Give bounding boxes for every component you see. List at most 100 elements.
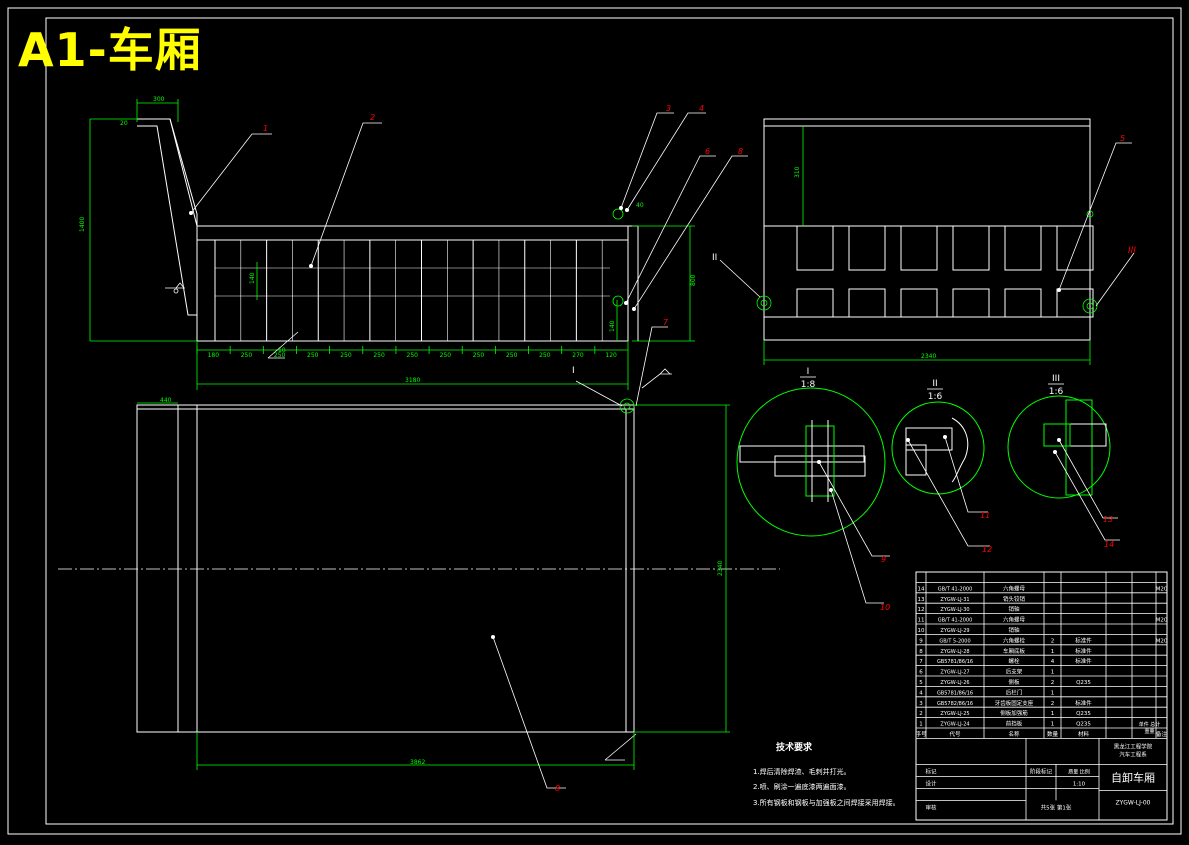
sheet-label: A1-车厢 — [18, 23, 202, 77]
bom-code: GB5782/86/16 — [937, 701, 973, 707]
detail-view-1 — [736, 387, 886, 537]
callout-number: 10 — [880, 603, 890, 612]
end-panel-cell — [1056, 288, 1094, 318]
outer-border — [7, 7, 1182, 835]
bom-name: 前挡板 — [1006, 720, 1023, 728]
gap-dim-label: 250 — [407, 352, 419, 359]
bom-material: 标准件 — [1075, 657, 1092, 665]
bom-side-header: 重量 — [1144, 728, 1154, 735]
end-panel-cell — [1004, 225, 1042, 271]
bom-no: 13 — [918, 597, 925, 603]
title-stage: 阶段标记 — [1030, 767, 1053, 775]
gap-dim-label: 250 — [473, 352, 485, 359]
dim-right-800: 800 — [690, 274, 697, 286]
detail-scale: 1:8 — [801, 380, 816, 390]
callout-number: 6 — [705, 147, 710, 156]
callout-number: 8 — [555, 784, 560, 793]
dim-end-2340: 2340 — [921, 353, 936, 360]
bom-name: 销头铰销 — [1003, 595, 1026, 603]
bom-code: ZYGW-LJ-31 — [940, 597, 969, 603]
gap-dim-label: 250 — [506, 352, 518, 359]
title-drawing-name: 自卸车厢 — [1111, 770, 1155, 784]
tech-item-1: 1.焊后清除焊渣、毛刺并打光。 — [753, 767, 851, 776]
bom-qty: 4 — [1051, 659, 1055, 665]
bom-code: GB/T 5-2000 — [939, 638, 970, 644]
bom-code: ZYGW-LJ-24 — [940, 722, 969, 728]
bom-name: 六角螺栓 — [1003, 636, 1026, 644]
bom-name: 螺栓 — [1008, 657, 1020, 665]
bom-code: GB5781/86/16 — [937, 659, 973, 665]
bom-qty: 2 — [1051, 638, 1055, 644]
bom-code: ZYGW-LJ-25 — [940, 711, 969, 717]
bom-no: 8 — [919, 649, 923, 655]
side-view-dimensions — [89, 99, 695, 390]
bom-qty: 1 — [1051, 670, 1055, 676]
plan-view-dimensions — [137, 402, 730, 770]
detail-view-2 — [891, 401, 985, 495]
detail-id: III — [1052, 374, 1060, 384]
bom-material: Q235 — [1076, 722, 1091, 728]
bom-code: ZYGW-LJ-29 — [940, 628, 969, 634]
tech-title: 技术要求 — [776, 741, 813, 753]
bom-no: 7 — [919, 659, 923, 665]
tech-item-2: 2.喷、刷涂一遍底漆两遍面漆。 — [753, 782, 851, 791]
end-view-dimensions — [763, 126, 1091, 365]
bom-name: 侧板加强筋 — [1000, 709, 1028, 717]
bom-no: 3 — [919, 701, 923, 707]
bom-header: 数量 — [1047, 730, 1059, 738]
detail-id: I — [807, 367, 810, 377]
dim-overall-3180: 3180 — [405, 377, 420, 384]
bom-material: Q235 — [1076, 680, 1091, 686]
bom-no: 1 — [919, 722, 923, 728]
bom-no: 6 — [919, 670, 923, 676]
plan-view — [136, 404, 635, 733]
bom-material: Q235 — [1076, 711, 1091, 717]
end-panel-cell — [900, 288, 938, 318]
bom-qty: 1 — [1051, 722, 1055, 728]
dim-inner-140: 140 — [249, 272, 256, 284]
bom-name: 六角螺母 — [1003, 616, 1026, 624]
title-sheet-info: 共5张 第1张 — [1041, 803, 1072, 811]
leader-lines — [190, 112, 1135, 789]
bom-no: 14 — [918, 586, 925, 592]
bom-note: M20 — [1156, 638, 1168, 644]
title-mark: 标记 — [925, 767, 937, 775]
dim-plan-440: 440 — [160, 397, 172, 404]
bom-qty: 1 — [1051, 649, 1055, 655]
callout-number: 5 — [1120, 134, 1125, 143]
end-panel-cell — [848, 288, 886, 318]
end-panel-cell — [1004, 288, 1042, 318]
callout-number: 12 — [982, 545, 992, 554]
gap-dim-label: 250 — [539, 352, 551, 359]
bom-no: 10 — [918, 628, 925, 634]
weld-symbols — [165, 282, 672, 761]
gap-dim-label: 250 — [307, 352, 319, 359]
callout-number: 2 — [370, 113, 375, 122]
end-view-panels — [796, 225, 1094, 318]
bom-code: ZYGW-LJ-28 — [940, 649, 969, 655]
detail-id: II — [932, 379, 937, 389]
callout-number: 9 — [881, 555, 886, 564]
detail-scale: 1:6 — [1049, 387, 1064, 397]
bom-no: 12 — [918, 607, 925, 613]
dim-slope-10: 10 — [278, 347, 286, 354]
gap-dim-label: 250 — [373, 352, 385, 359]
bom-code: ZYGW-LJ-26 — [940, 680, 969, 686]
bom-header: 代号 — [949, 730, 961, 738]
gap-dim-label: 250 — [274, 352, 286, 359]
callout-number: 8 — [738, 147, 743, 156]
gap-dim-label: 250 — [340, 352, 352, 359]
bom-no: 11 — [918, 618, 925, 624]
title-scale: 1:10 — [1073, 781, 1086, 787]
dim-left-1400: 1400 — [79, 217, 86, 232]
callout-number: 13 — [1103, 515, 1113, 524]
callout-number: 3 — [666, 104, 671, 113]
bom-name: 车厢底板 — [1003, 647, 1026, 655]
title-school: 汽车工程系 — [1119, 750, 1147, 758]
end-panel-cell — [952, 225, 990, 271]
callout-number: 1 — [263, 124, 268, 133]
